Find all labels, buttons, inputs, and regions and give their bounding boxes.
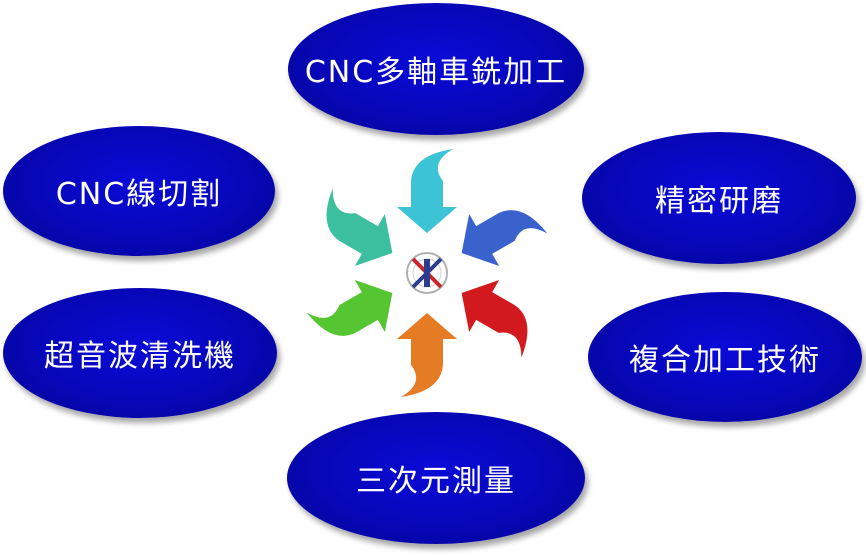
node-label: 超音波清洗機 [44,339,236,374]
node-label: 三次元測量 [356,464,516,499]
company-logo-icon [406,252,448,294]
curved-arrow-icon [397,313,457,397]
node-ultrasonic-cleaner: 超音波清洗機 [3,288,277,418]
node-precision-grinding: 精密研磨 [582,132,856,264]
node-label: CNC線切割 [55,177,223,212]
node-composite-machining: 複合加工技術 [588,292,862,422]
curved-arrow-icon [397,149,457,233]
converging-arrows-diagram [304,149,550,397]
curved-arrow-icon [446,267,550,361]
curved-arrow-icon [304,267,408,361]
node-label: 複合加工技術 [629,343,821,378]
node-label: CNC多軸車銑加工 [304,55,568,90]
node-label: 精密研磨 [655,184,783,219]
node-cmm-measurement: 三次元測量 [287,412,585,544]
curved-arrow-icon [446,185,550,279]
node-cnc-wire-cut: CNC線切割 [3,126,275,256]
node-cnc-multi-axis-turn-mill: CNC多軸車銑加工 [288,3,584,135]
curved-arrow-icon [304,185,408,279]
